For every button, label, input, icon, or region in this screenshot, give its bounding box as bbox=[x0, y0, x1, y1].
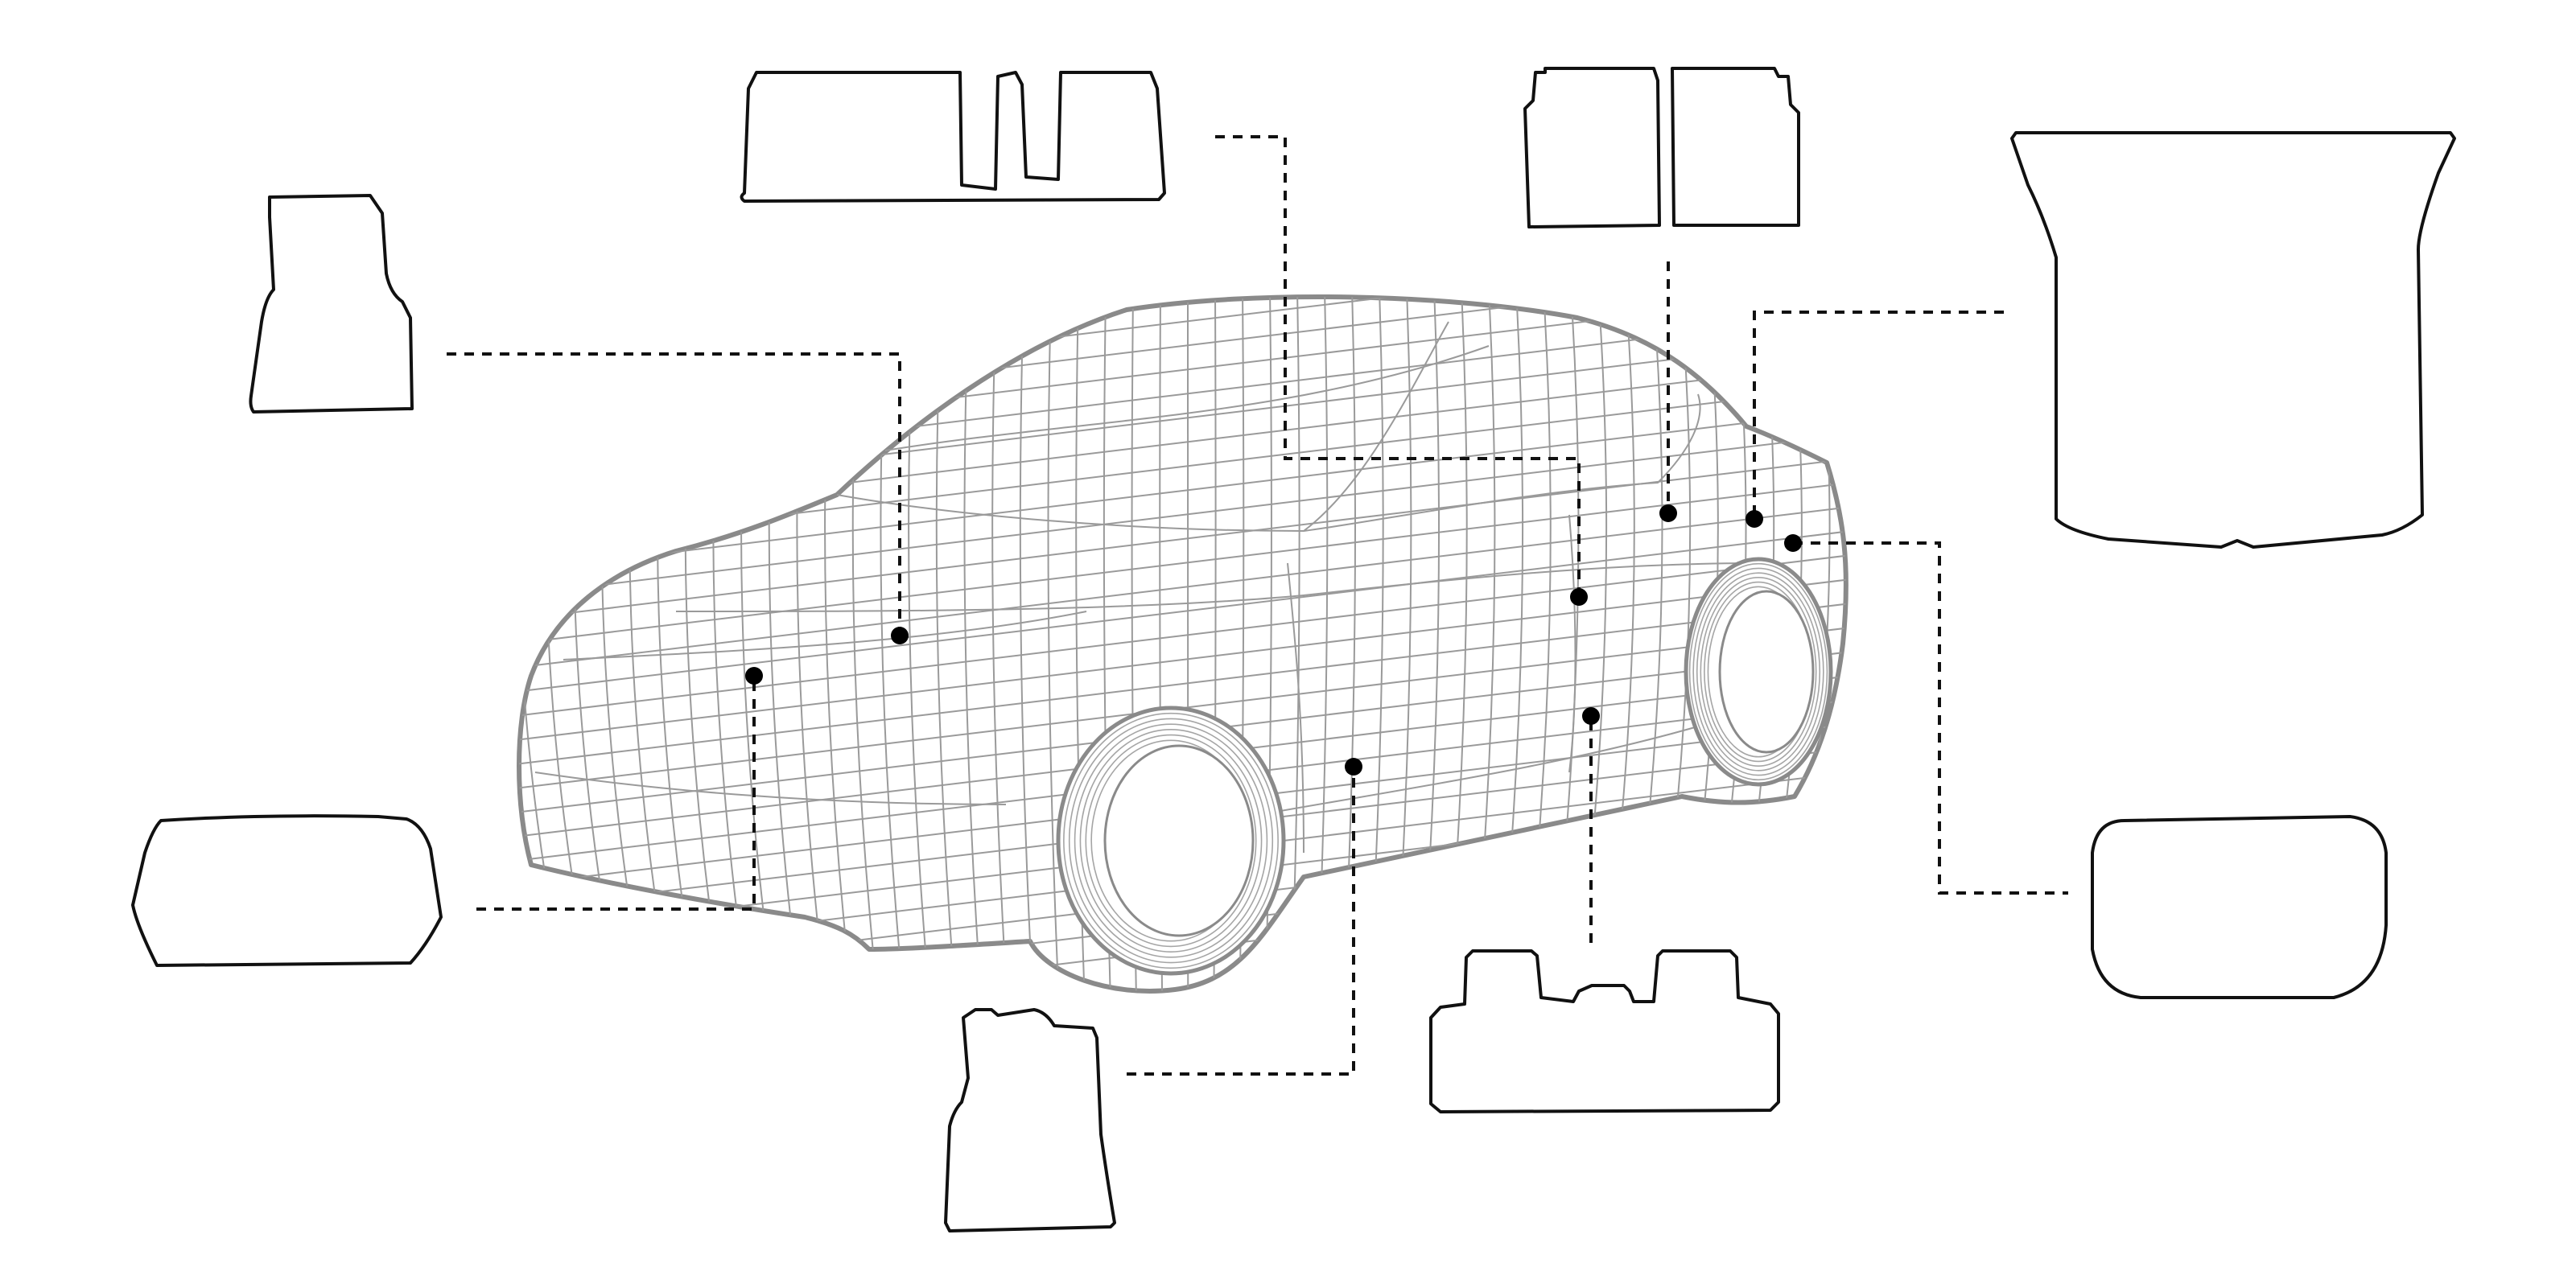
car-hood-line bbox=[563, 611, 1087, 660]
dot-rear-seat-back-mats bbox=[1570, 588, 1588, 606]
car-side-window-line bbox=[1303, 393, 1701, 532]
rear-wheel bbox=[1684, 557, 1833, 787]
dot-frunk-mat bbox=[745, 667, 763, 685]
dot-rear-seat-mats bbox=[1659, 504, 1677, 522]
driver-floor-mat-shape bbox=[249, 194, 414, 414]
leader-front-passenger-floor-mat bbox=[1127, 767, 1355, 1076]
mats bbox=[131, 67, 2456, 1232]
car-sill-line bbox=[1271, 723, 1707, 813]
car-beltline bbox=[675, 562, 1755, 612]
rear-seat-mat-left bbox=[1523, 67, 1661, 228]
rear-wheel-tread-ring bbox=[1688, 562, 1828, 781]
sub-trunk-mat-shape bbox=[2091, 815, 2388, 999]
dot-front-passenger-floor-mat bbox=[1345, 758, 1362, 776]
car-mesh-line bbox=[1019, 296, 1035, 991]
car-mesh-line bbox=[1047, 296, 1061, 991]
car-mesh-line bbox=[519, 603, 1846, 765]
callout-dots bbox=[745, 504, 1802, 776]
rear-wheel-tread-ring bbox=[1696, 572, 1821, 772]
dot-rear-row-floor-mat bbox=[1582, 707, 1600, 725]
trunk-mat-shape bbox=[2010, 131, 2456, 549]
car-mesh-line bbox=[519, 506, 1846, 669]
leader-lines bbox=[447, 135, 2068, 1076]
wheels bbox=[1056, 557, 1833, 976]
car-mesh-line bbox=[519, 554, 1846, 717]
leader-rear-seat-back-mats bbox=[1215, 135, 1581, 595]
car-windshield-line bbox=[836, 321, 1449, 533]
car-mesh-line bbox=[519, 578, 1846, 741]
leader-driver-floor-mat bbox=[447, 352, 901, 634]
car-door-line-rear bbox=[1568, 514, 1577, 773]
leader-sub-trunk-mat bbox=[1793, 541, 2068, 895]
front-wheel-tread-ring bbox=[1079, 729, 1263, 953]
dot-sub-trunk-mat bbox=[1784, 534, 1802, 552]
car-mesh-line bbox=[519, 530, 1846, 693]
car-bumper-line bbox=[534, 772, 1007, 805]
front-wheel-tread-ring bbox=[1068, 718, 1274, 964]
rear-wheel-tread-ring bbox=[1692, 567, 1824, 776]
front-wheel-rim bbox=[1103, 744, 1255, 937]
front-wheel-tread-ring bbox=[1063, 712, 1279, 969]
car-mesh-line bbox=[519, 482, 1846, 644]
dot-trunk-mat bbox=[1745, 510, 1763, 528]
car-mesh-line bbox=[519, 409, 1846, 572]
front-wheel-tread-ring bbox=[1085, 734, 1257, 948]
car-door-line bbox=[1287, 562, 1304, 854]
rear-row-floor-mat-shape bbox=[1429, 949, 1780, 1113]
front-wheel-tread-ring bbox=[1074, 723, 1268, 958]
rear-seat-back-mat-left bbox=[740, 71, 1166, 203]
rear-wheel-rim bbox=[1718, 590, 1815, 754]
frunk-mat-shape bbox=[131, 814, 443, 967]
rear-wheel-tread-ring bbox=[1700, 577, 1817, 767]
front-wheel bbox=[1056, 706, 1286, 976]
leader-trunk-mat bbox=[1753, 311, 2004, 519]
rear-seat-mat-right bbox=[1671, 67, 1800, 227]
leader-frunk-mat bbox=[476, 676, 756, 911]
car-roof-line bbox=[884, 345, 1490, 451]
dot-driver-floor-mat bbox=[891, 627, 909, 644]
front-passenger-floor-mat-shape bbox=[944, 1008, 1116, 1232]
car-mesh-line bbox=[963, 296, 983, 991]
car-mesh-line bbox=[519, 434, 1846, 596]
